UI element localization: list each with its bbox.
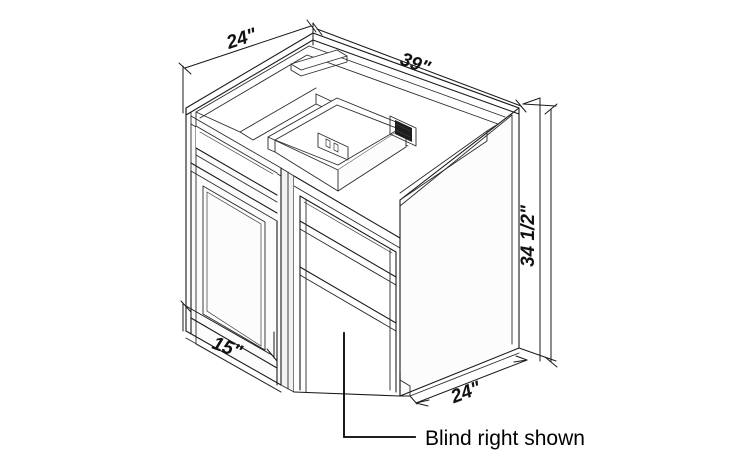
- right-door-top-rail-2: [299, 274, 397, 332]
- drawer-box-left-corner: [267, 136, 276, 153]
- drawer-slide-detail: [395, 123, 411, 138]
- dim-tick-39-left: [312, 22, 323, 36]
- dim-tick-39-right: [515, 99, 527, 113]
- left-door-top-rail: [190, 162, 278, 214]
- right-drawer-front-bevel: [303, 201, 393, 254]
- dim-label-24-depth-bottom: 24": [447, 377, 485, 408]
- dim-arrow-24-bottom-right-b: [515, 355, 528, 361]
- left-door-inner-panel-bevel: [206, 191, 262, 347]
- dim-tick-15-right: [266, 348, 278, 362]
- interior-left-rail-top: [239, 87, 317, 133]
- top-center-stretcher-thickness: [290, 55, 348, 77]
- dim-line-39: [316, 28, 522, 107]
- right-drawer-front-bottom-2: [299, 228, 397, 286]
- interior-left-rail-link: [195, 111, 241, 133]
- dim-label-24-depth: 24": [223, 24, 260, 54]
- center-stile-bottom: [280, 384, 295, 393]
- right-toe-kick-return: [399, 379, 411, 387]
- right-door-top-rail: [299, 266, 397, 324]
- blind-right-callout: Blind right shown: [343, 332, 585, 450]
- drawer-box-front-face: [338, 126, 406, 191]
- dim-label-height: 34 1/2": [518, 204, 539, 267]
- drawer-slide-bracket-outline: [317, 132, 349, 161]
- top-back-edge-inner: [312, 39, 520, 115]
- center-stile-top: [280, 167, 295, 177]
- right-face-bottom-edge: [293, 391, 401, 397]
- dim-tick-24-top-left: [178, 62, 192, 75]
- top-center-stretcher: [291, 50, 347, 70]
- left-door-bottom-rail: [190, 317, 278, 369]
- top-right-front-edge: [399, 107, 520, 201]
- dim-line-15: [185, 305, 273, 356]
- dim-arrow-24-bottom-right-a: [513, 359, 528, 363]
- interior-left-rail-end: [239, 131, 254, 141]
- left-drawer-front-bevel: [199, 131, 274, 175]
- interior-right-rail-2: [399, 130, 488, 201]
- dim-ext-height-bottom: [518, 347, 557, 362]
- dim-tick-24-top-right: [306, 19, 317, 33]
- center-stile: [281, 168, 294, 392]
- right-front-face: [294, 176, 400, 396]
- cabinet-body: [185, 32, 520, 397]
- left-face-bottom-edge: [185, 330, 282, 386]
- top-left-edge-inner: [185, 39, 314, 116]
- left-toe-kick-face: [195, 343, 282, 393]
- dim-arrow-24-bottom-left-b: [415, 402, 429, 407]
- left-drawer-front: [196, 126, 277, 195]
- top-rim-inner-back: [195, 45, 506, 118]
- left-door-top-rail-2: [190, 170, 278, 222]
- blind-right-leader-line: [343, 332, 416, 438]
- drawer-slide-body: [389, 115, 417, 147]
- drawer-slide-bracket: [318, 133, 348, 160]
- dim-ext-39-right: [522, 97, 541, 105]
- right-drawer-front-bottom: [299, 220, 397, 278]
- left-drawer-front-bottom: [195, 147, 278, 196]
- blind-right-label: Blind right shown: [425, 427, 585, 450]
- dim-ext-24-bottom-left: [409, 395, 418, 405]
- drawer-slide-bracket-teeth: [325, 138, 339, 153]
- dim-line-24-bottom: [415, 359, 528, 404]
- dimension-height-right: 34 1/2": [518, 103, 558, 368]
- dim-arrow-24-bottom-left-a: [415, 399, 430, 404]
- left-drawer-front-top: [195, 125, 278, 174]
- dim-tick-height-bottom: [544, 356, 558, 368]
- right-face-top-edge: [293, 175, 401, 239]
- drawer-box-top-opening: [268, 98, 406, 170]
- left-drawer-front-bottom-2: [195, 154, 278, 203]
- right-drawer-front-top: [299, 195, 397, 253]
- left-face-top-rail: [190, 115, 282, 169]
- top-rim-inner-back-2: [199, 54, 499, 125]
- top-right-front-edge-inner: [399, 114, 513, 207]
- right-side-bottom-edge: [399, 347, 520, 397]
- right-face-top-edge-2: [293, 185, 401, 249]
- dim-line-24-top: [184, 25, 312, 69]
- right-side-toe-kick-line: [409, 352, 520, 397]
- left-door-inner-panel: [202, 185, 266, 351]
